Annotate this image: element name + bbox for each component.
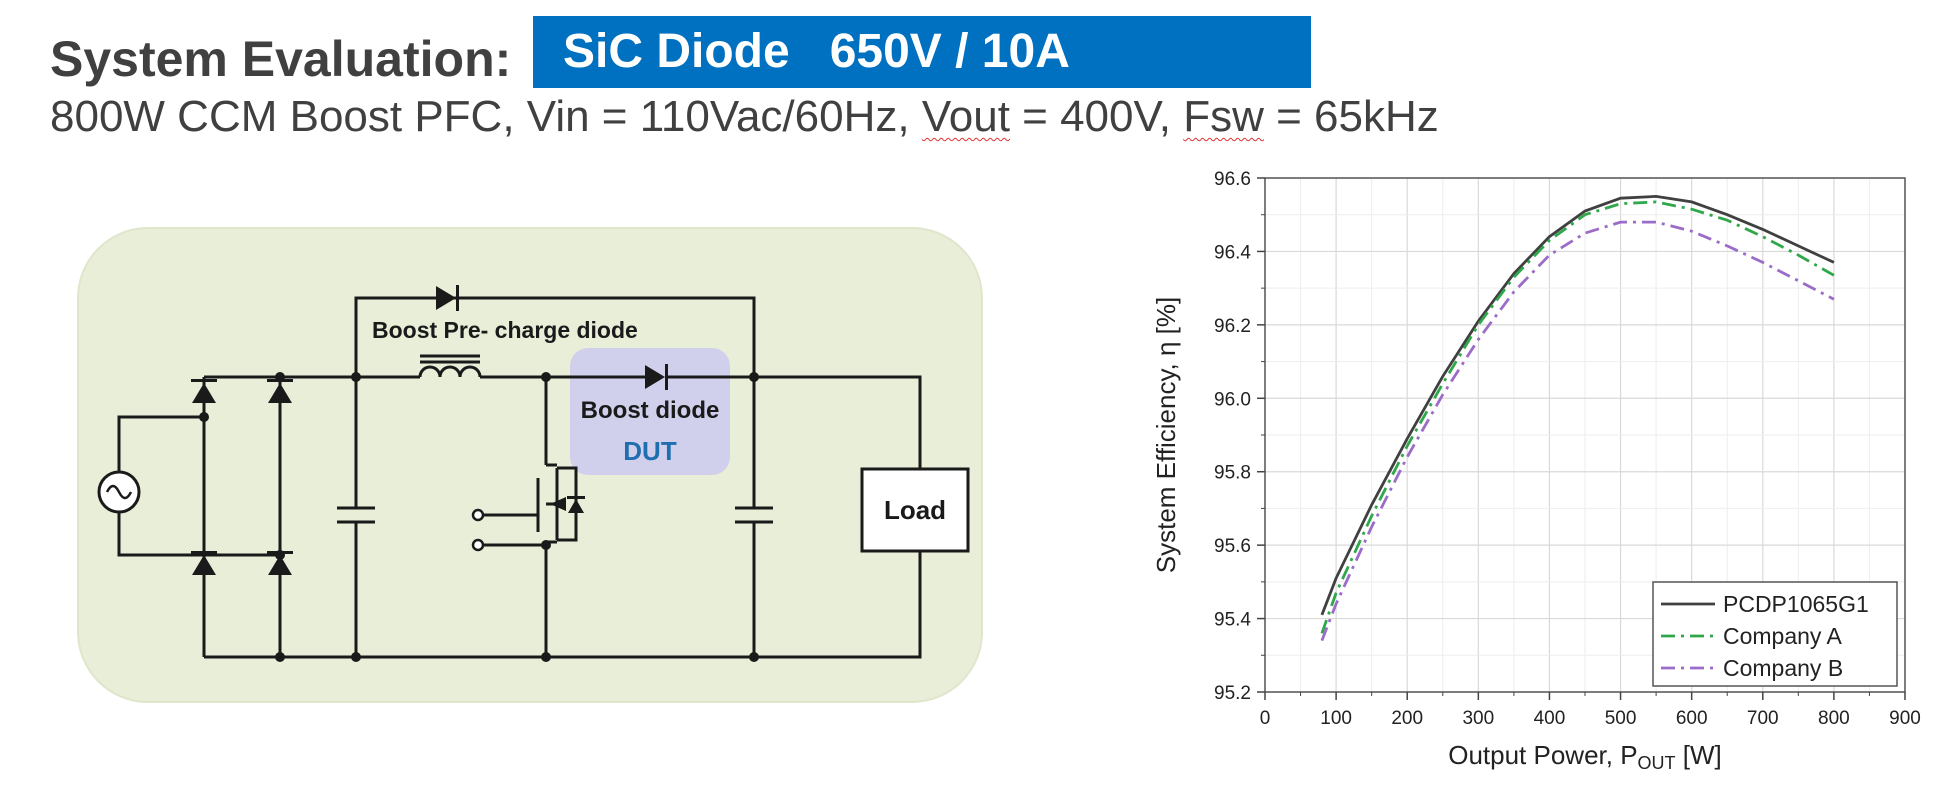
y-tick-label: 96.2 [1214, 316, 1251, 337]
boost-pfc-circuit-diagram: Load Boost Pre- charge diode Boost diode… [77, 227, 983, 703]
legend-label-1: Company A [1723, 623, 1843, 649]
y-tick-label: 96.6 [1214, 169, 1251, 190]
chart-series [1320, 194, 1835, 642]
y-tick-label: 95.2 [1214, 683, 1251, 704]
inductor-core [420, 354, 480, 364]
x-tick-label: 200 [1391, 708, 1423, 729]
legend-label-2: Company B [1723, 655, 1843, 681]
series-line-0 [1320, 194, 1835, 616]
y-axis-label: System Efficiency, η [%] [1151, 297, 1181, 573]
x-tick-label: 800 [1818, 708, 1850, 729]
junction-dot [275, 372, 285, 382]
efficiency-chart: 0 100 200 300 400 500 600 700 800 900 95.2 95.4 95.6… [1151, 169, 1921, 773]
junction-dot [749, 652, 759, 662]
inductor [418, 365, 482, 378]
x-axis-label-unit: [W] [1676, 740, 1722, 770]
circuit-background [77, 227, 983, 703]
mosfet-arrow [550, 497, 566, 511]
wire-mosfet-gate [483, 478, 540, 532]
dut-highlight [570, 348, 730, 475]
x-tick-label: 300 [1462, 708, 1494, 729]
x-tick-label: 400 [1534, 708, 1566, 729]
diode-bridge-3-bar [191, 551, 217, 554]
series-line-2 [1320, 220, 1835, 642]
junction-dot [749, 372, 759, 382]
load-label: Load [884, 495, 946, 525]
source-terminal [471, 538, 485, 552]
subtitle-part-3: = 65kHz [1263, 92, 1439, 141]
junction-dot [351, 372, 361, 382]
diode-mosfet-body-bar [567, 496, 585, 499]
subtitle-part-fsw: Fsw [1183, 92, 1264, 141]
junction-dot [541, 372, 551, 382]
title-badge: SiC Diode 650V / 10A [533, 16, 1311, 88]
y-tick-label: 96.0 [1214, 389, 1251, 410]
diode-precharge-bar [456, 285, 459, 311]
wire-precharge [354, 296, 756, 377]
diode-bridge-1 [192, 383, 216, 403]
diode-bridge-4 [268, 555, 292, 575]
wire-ac-top [117, 415, 204, 472]
diode-mosfet-body [568, 499, 584, 513]
subtitle: 800W CCM Boost PFC, Vin = 110Vac/60Hz, V… [50, 92, 1439, 142]
load-box [860, 467, 970, 553]
x-axis-label-sub: OUT [1638, 753, 1676, 773]
wire-ac-bottom [117, 512, 280, 557]
junction-dot [351, 652, 361, 662]
x-tick-label: 0 [1260, 708, 1271, 729]
diode-bridge-3 [192, 555, 216, 575]
wire-cout-plates [735, 506, 773, 524]
diode-boost-bar [665, 364, 668, 390]
junction-dot [199, 412, 209, 422]
diode-boost [645, 365, 665, 389]
boost-diode-label: Boost diode [581, 397, 720, 424]
subtitle-part-1: 800W CCM Boost PFC, Vin = 110Vac/60Hz, [50, 92, 922, 141]
series-line-1 [1320, 200, 1835, 634]
y-tick-label: 95.6 [1214, 536, 1251, 557]
diode-bridge-2 [268, 383, 292, 403]
precharge-diode-label: Boost Pre- charge diode [372, 317, 638, 343]
junction-dot [275, 652, 285, 662]
wire-bottom-rail [204, 551, 922, 659]
subtitle-part-2: = 400V, [1009, 92, 1184, 141]
y-tick-label: 95.8 [1214, 463, 1251, 484]
axis-ticks: 0 100 200 300 400 500 600 700 800 900 95.2 95.4 95.6… [1214, 169, 1921, 729]
junction-dot [541, 652, 551, 662]
x-tick-label: 600 [1676, 708, 1708, 729]
x-axis-label-main: Output Power, P [1448, 740, 1637, 770]
wire-cin-plates [337, 506, 375, 524]
junction-dot [541, 540, 551, 550]
subtitle-part-vout: Vout [921, 92, 1010, 141]
wire-mosfet-body [546, 463, 559, 544]
x-tick-label: 100 [1320, 708, 1352, 729]
x-tick-label: 900 [1889, 708, 1921, 729]
x-tick-label: 500 [1605, 708, 1637, 729]
legend-label-0: PCDP1065G1 [1723, 591, 1869, 617]
page-title: System Evaluation: [50, 31, 512, 87]
dut-label: DUT [623, 436, 677, 466]
junction-dot [275, 550, 285, 560]
x-tick-label: 700 [1747, 708, 1779, 729]
gate-terminal [471, 508, 485, 522]
diode-precharge [436, 286, 456, 310]
ac-source-sine-icon [105, 484, 133, 500]
diode-bridge-1-bar [191, 379, 217, 382]
x-axis-label: Output Power, POUT [W] [1448, 740, 1722, 773]
y-tick-label: 95.4 [1214, 610, 1251, 631]
y-tick-label: 96.4 [1214, 242, 1251, 263]
